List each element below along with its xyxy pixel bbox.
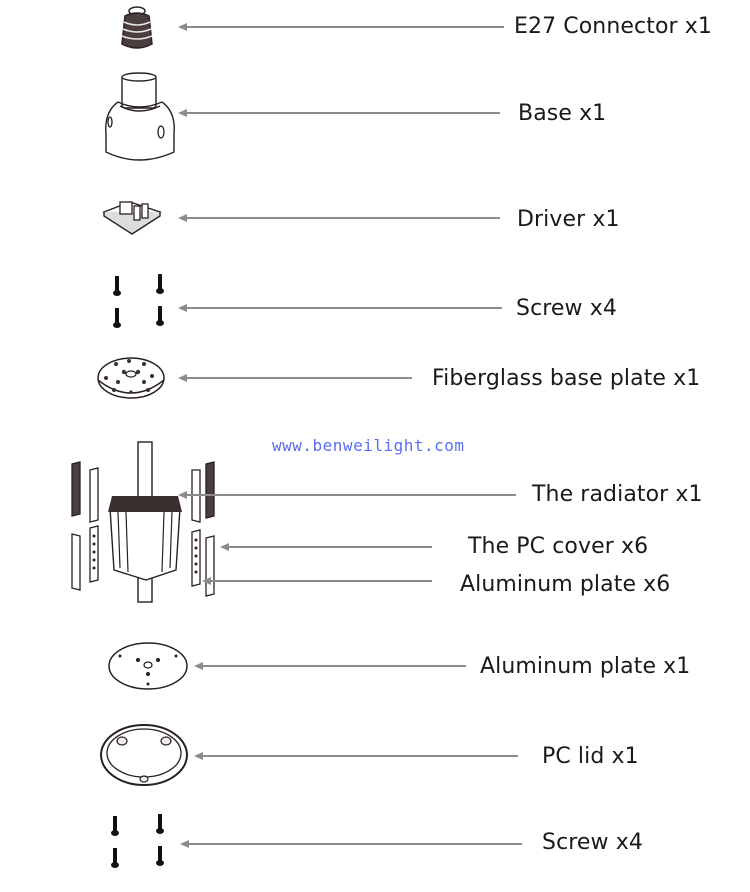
screw-top-drawing [113, 274, 164, 328]
arrow-e27-connector [178, 23, 504, 31]
label-screw-bottom: Screw x4 [542, 830, 643, 855]
arrow-aluminum-plate-round [194, 662, 466, 670]
label-e27-connector: E27 Connector x1 [514, 14, 712, 39]
label-base: Base x1 [518, 101, 607, 126]
watermark-url: www.benweilight.com [272, 436, 465, 455]
radiator-assembly-drawing [71, 441, 215, 603]
label-fiberglass-base-plate: Fiberglass base plate x1 [432, 366, 701, 391]
e27-connector-drawing [121, 6, 153, 49]
arrow-pc-lid [194, 752, 518, 760]
arrow-aluminum-plate-side [202, 577, 432, 585]
label-pc-lid: PC lid x1 [542, 744, 639, 769]
aluminum-plate-round-drawing [108, 642, 188, 690]
arrow-screw-bottom [180, 840, 522, 848]
screw-bottom-drawing [111, 814, 164, 868]
fiberglass-base-plate-drawing [97, 357, 165, 399]
pc-lid-drawing [100, 724, 188, 786]
label-screw-top: Screw x4 [516, 296, 617, 321]
arrow-radiator [178, 491, 516, 499]
label-aluminum-plate-round: Aluminum plate x1 [480, 654, 691, 679]
arrow-pc-cover [220, 543, 432, 551]
arrow-driver [178, 214, 500, 222]
arrow-base [178, 109, 500, 117]
label-aluminum-plate-side: Aluminum plate x6 [460, 572, 671, 597]
label-driver: Driver x1 [517, 207, 620, 232]
driver-drawing [102, 201, 162, 235]
arrow-screw-top [178, 304, 502, 312]
base-drawing [105, 72, 175, 161]
label-pc-cover: The PC cover x6 [468, 534, 649, 559]
arrow-fiberglass-base-plate [178, 374, 412, 382]
label-radiator: The radiator x1 [532, 482, 703, 507]
